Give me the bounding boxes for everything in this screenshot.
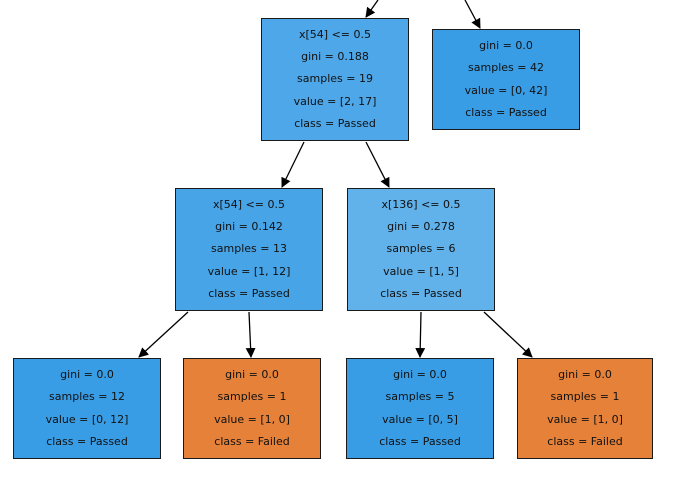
edge-incoming-root — [365, 0, 379, 18]
class-label: class = Passed — [294, 116, 376, 130]
class-label: class = Passed — [465, 105, 547, 119]
tree-node-right: x[136] <= 0.5 gini = 0.278 samples = 6 v… — [347, 188, 495, 311]
tree-leaf-passed-5: gini = 0.0 samples = 5 value = [0, 5] cl… — [346, 358, 494, 459]
edge-left-leaf1 — [138, 311, 189, 358]
gini-value: gini = 0.142 — [215, 220, 283, 234]
edge-root-left — [281, 141, 305, 188]
gini-value: gini = 0.0 — [558, 367, 612, 381]
tree-node-left: x[54] <= 0.5 gini = 0.142 samples = 13 v… — [175, 188, 323, 311]
class-label: class = Passed — [379, 434, 461, 448]
class-values: value = [1, 0] — [547, 412, 623, 426]
samples-count: samples = 12 — [49, 390, 125, 404]
class-label: class = Passed — [380, 286, 462, 300]
edge-incoming-pure — [464, 0, 481, 29]
samples-count: samples = 19 — [297, 72, 373, 86]
class-values: value = [0, 12] — [45, 412, 129, 426]
samples-count: samples = 1 — [550, 390, 620, 404]
edge-root-right — [365, 141, 390, 188]
class-values: value = [0, 5] — [382, 412, 458, 426]
edge-right-leaf4 — [483, 311, 533, 358]
class-label: class = Failed — [214, 434, 290, 448]
edge-right-leaf3 — [415, 311, 426, 358]
split-condition: x[54] <= 0.5 — [212, 197, 285, 211]
class-values: value = [1, 5] — [383, 264, 459, 278]
class-values: value = [1, 12] — [207, 264, 291, 278]
class-values: value = [1, 0] — [214, 412, 290, 426]
class-values: value = [2, 17] — [293, 94, 377, 108]
tree-leaf-failed-right: gini = 0.0 samples = 1 value = [1, 0] cl… — [517, 358, 653, 459]
tree-leaf-pure-passed: gini = 0.0 samples = 42 value = [0, 42] … — [432, 29, 580, 130]
samples-count: samples = 5 — [385, 390, 455, 404]
class-label: class = Failed — [547, 434, 623, 448]
samples-count: samples = 13 — [211, 242, 287, 256]
class-values: value = [0, 42] — [464, 83, 548, 97]
samples-count: samples = 42 — [468, 61, 544, 75]
tree-leaf-passed-12: gini = 0.0 samples = 12 value = [0, 12] … — [13, 358, 161, 459]
split-condition: x[54] <= 0.5 — [298, 27, 371, 41]
gini-value: gini = 0.278 — [387, 220, 455, 234]
edge-left-leaf2 — [245, 311, 256, 358]
samples-count: samples = 1 — [217, 390, 287, 404]
gini-value: gini = 0.0 — [479, 38, 533, 52]
class-label: class = Passed — [208, 286, 290, 300]
class-label: class = Passed — [46, 434, 128, 448]
samples-count: samples = 6 — [386, 242, 456, 256]
gini-value: gini = 0.0 — [225, 367, 279, 381]
split-condition: x[136] <= 0.5 — [381, 197, 461, 211]
gini-value: gini = 0.0 — [393, 367, 447, 381]
gini-value: gini = 0.0 — [60, 367, 114, 381]
tree-leaf-failed-left: gini = 0.0 samples = 1 value = [1, 0] cl… — [183, 358, 321, 459]
tree-node-root: x[54] <= 0.5 gini = 0.188 samples = 19 v… — [261, 18, 409, 141]
gini-value: gini = 0.188 — [301, 50, 369, 64]
